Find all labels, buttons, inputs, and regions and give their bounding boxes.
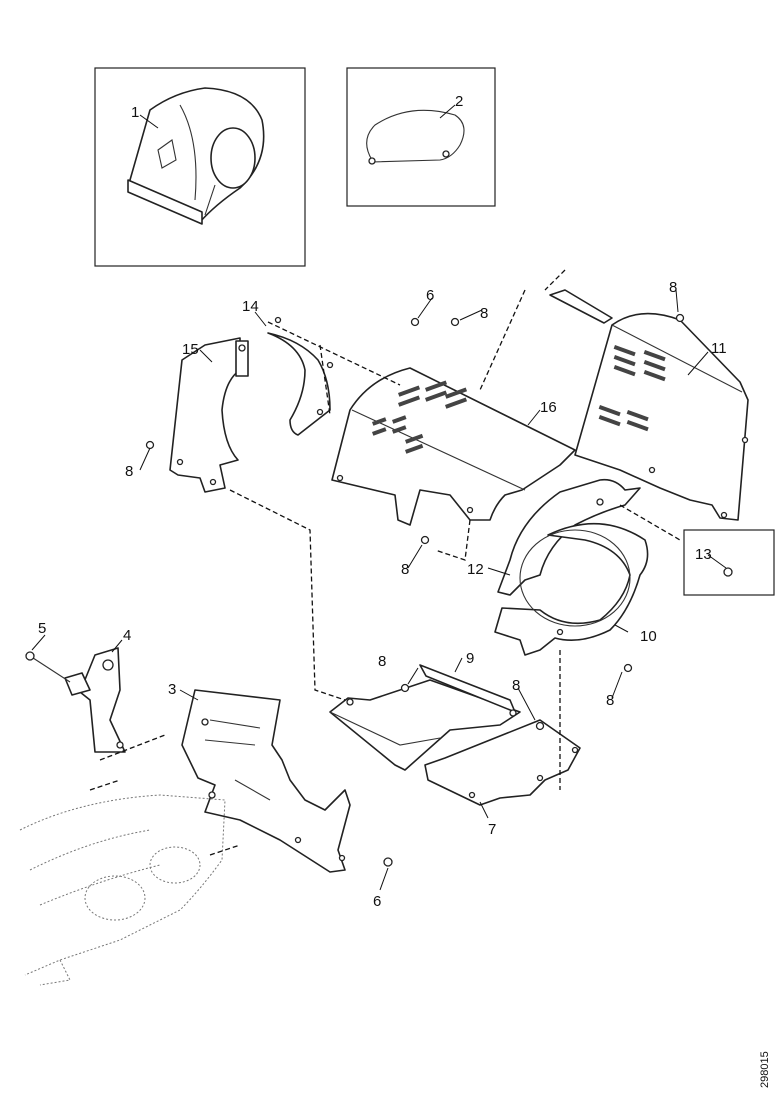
inset-part-2 (346, 67, 496, 207)
callout-12: 12 (467, 561, 484, 578)
bracket-4 (79, 647, 126, 753)
callout-5: 5 (38, 620, 46, 637)
side-plate-15 (169, 337, 241, 493)
reference-code: 298015 (759, 1051, 771, 1088)
top-clip (549, 289, 613, 324)
callout-2: 2 (455, 93, 463, 110)
ring-plate-12 (497, 478, 641, 596)
vented-cover-16 (331, 367, 576, 526)
ring-plate-10 (494, 522, 649, 656)
callout-13: 13 (695, 546, 712, 563)
callout-10: 10 (640, 628, 657, 645)
plate-arc-15 (267, 332, 331, 436)
callout-11: 11 (711, 340, 727, 357)
callout-14: 14 (242, 298, 259, 315)
callout-8-ring: 8 (606, 692, 614, 709)
callout-6-top: 6 (426, 287, 434, 304)
callout-8-left: 8 (125, 463, 133, 480)
inset-part-13 (683, 529, 775, 596)
machine-outline (19, 794, 226, 986)
inset-part-1 (94, 67, 306, 267)
plate-7 (424, 719, 581, 806)
frame-3 (181, 689, 351, 873)
inset-frame-2 (346, 67, 496, 207)
callout-6-bottom: 6 (373, 893, 381, 910)
callout-7: 7 (488, 821, 496, 838)
callout-labels: 1 2 3 4 5 6 6 7 8 8 8 8 8 8 8 8 9 10 11 … (38, 93, 727, 910)
callout-8-cover: 8 (480, 305, 488, 322)
spring-ring-drawing (366, 109, 465, 163)
assembly-lines (89, 269, 681, 856)
cover-assembly-drawing (127, 87, 265, 225)
callout-3: 3 (168, 681, 176, 698)
callout-15: 15 (182, 341, 199, 358)
callout-8-tray: 8 (378, 653, 386, 670)
vent-slots-16 (372, 380, 468, 454)
vented-cover-11 (574, 312, 749, 521)
inset-frame-13 (683, 529, 775, 596)
callout-9: 9 (466, 650, 474, 667)
callout-8-top-right: 8 (669, 279, 677, 296)
callout-4: 4 (123, 627, 131, 644)
leader-lines (31, 104, 727, 891)
callout-8-mid: 8 (401, 561, 409, 578)
fasteners (145, 313, 685, 867)
callout-8-right: 8 (512, 677, 520, 694)
vent-slots-11 (598, 345, 666, 432)
callout-16: 16 (540, 399, 557, 416)
tray-9 (329, 679, 521, 771)
callout-1: 1 (131, 104, 139, 121)
bushing-5 (64, 672, 91, 696)
